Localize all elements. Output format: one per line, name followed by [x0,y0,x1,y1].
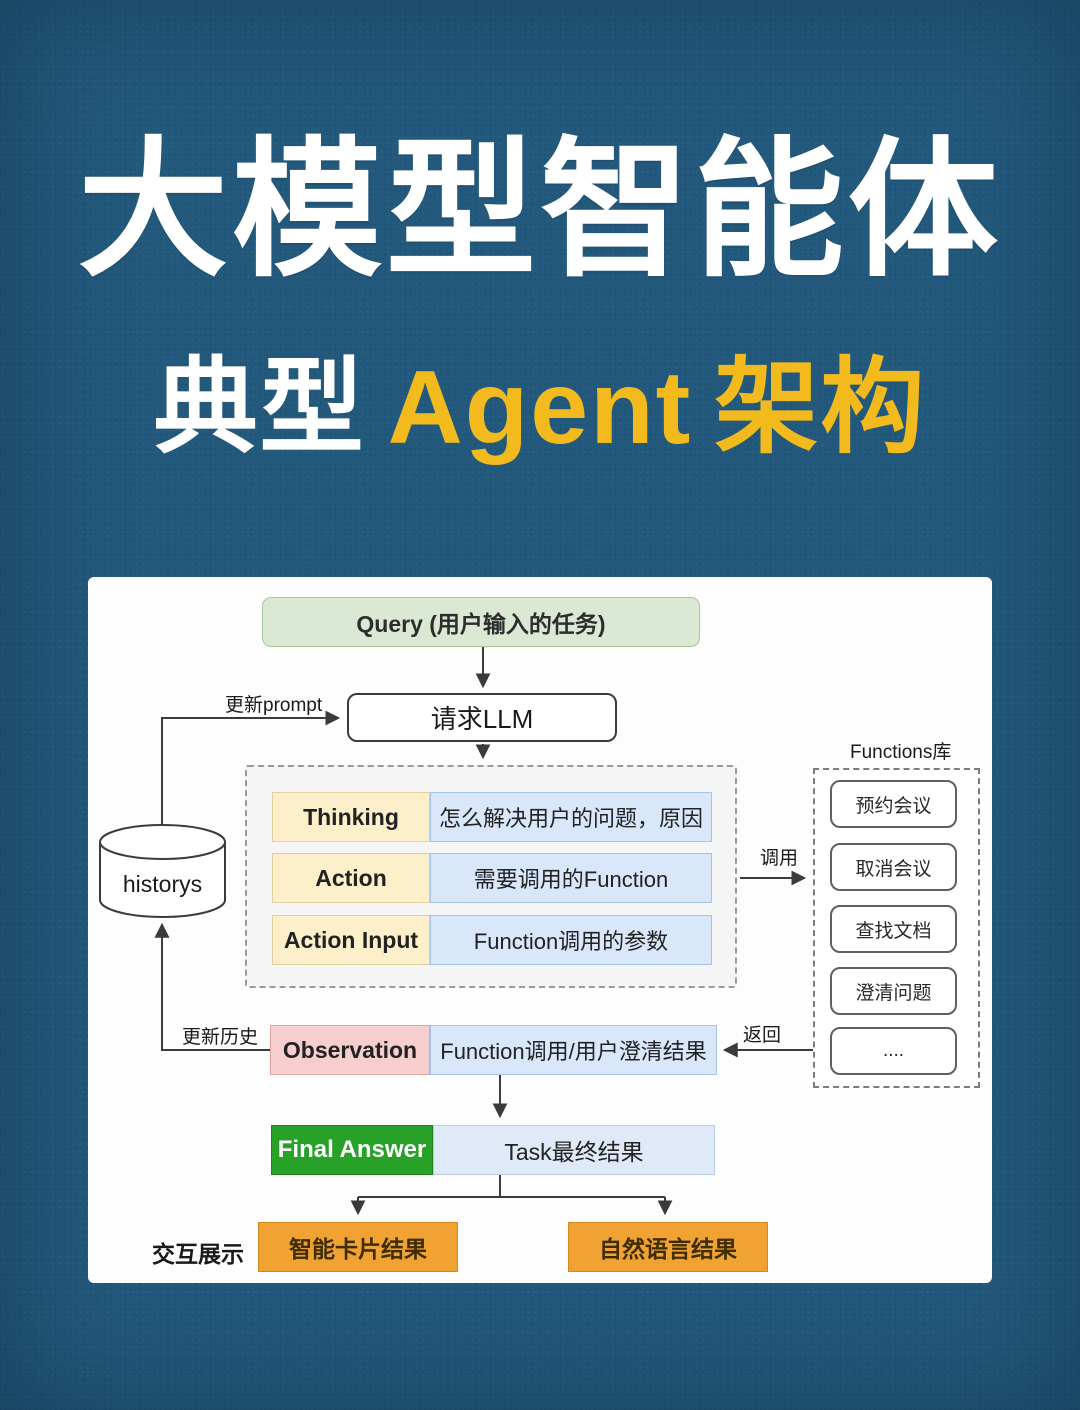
historys-label: historys [122,871,203,897]
function-item-book-meeting: 预约会议 [830,780,957,828]
functions-panel-title: Functions库 [850,742,952,763]
subtitle-white-part: 典型 [153,350,366,466]
subtitle-agent-part: Agent [387,350,693,466]
interactive-display-label: 交互展示 [152,1241,244,1267]
query-box: Query (用户输入的任务) [262,597,700,647]
call-label: 调用 [760,848,799,869]
thinking-desc-box: 怎么解决用户的问题，原因 [430,792,712,842]
function-item-more: .... [830,1027,957,1075]
final-answer-label-box: Final Answer [271,1125,433,1175]
diagram-card: Query (用户输入的任务) 请求LLM 更新prompt historys … [88,577,992,1283]
historys-cylinder [99,824,226,918]
function-item-cancel-meeting: 取消会议 [830,843,957,891]
action-label-box: Action [272,853,430,903]
update-history-label: 更新历史 [182,1027,259,1048]
observation-label-box: Observation [270,1025,430,1075]
function-item-clarify: 澄清问题 [830,967,957,1015]
return-label: 返回 [743,1025,782,1046]
subtitle-arch-part: 架构 [714,350,927,466]
output-natural-language-box: 自然语言结果 [568,1222,768,1272]
action-input-label-box: Action Input [272,915,430,965]
page-title: 大模型智能体 [77,126,1002,294]
connector-lines [99,647,830,1216]
action-desc-box: 需要调用的Function [430,853,712,903]
final-answer-desc-box: Task最终结果 [433,1125,715,1175]
function-item-find-doc: 查找文档 [830,905,957,953]
observation-desc-box: Function调用/用户澄清结果 [430,1025,717,1075]
thinking-label-box: Thinking [272,792,430,842]
llm-request-box: 请求LLM [347,693,617,742]
action-input-desc-box: Function调用的参数 [430,915,712,965]
output-smart-card-box: 智能卡片结果 [258,1222,458,1272]
update-prompt-label: 更新prompt [225,695,323,716]
